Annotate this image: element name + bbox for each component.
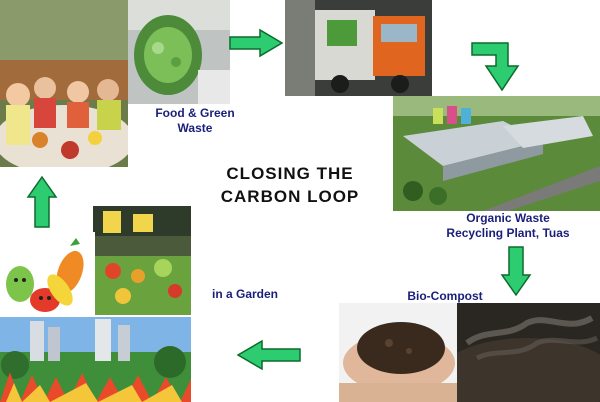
food-waste-label: Food & Green Waste — [150, 106, 240, 136]
city-garden-photo — [0, 317, 191, 402]
garden-label: in a Garden — [211, 287, 279, 301]
compost-closeup-photo — [457, 303, 600, 402]
title-line1: CLOSING THE — [226, 164, 354, 183]
family-meal-photo — [0, 0, 128, 167]
arrow-up-to-food — [26, 175, 58, 229]
cartoon-fruits-illustration — [0, 232, 95, 317]
arrow-down-to-plant — [470, 40, 528, 92]
food-waste-label-line1: Food & Green — [155, 106, 235, 120]
compost-hands-photo — [339, 303, 457, 402]
arrow-right-to-truck — [228, 28, 284, 58]
title-line2: CARBON LOOP — [220, 187, 360, 206]
recycling-plant-photo — [393, 96, 600, 211]
bio-compost-label: Bio-Compost — [407, 289, 483, 303]
food-waste-bin-photo — [128, 0, 230, 104]
food-waste-label-line2: Waste — [177, 121, 213, 135]
vegetable-market-photo — [93, 206, 191, 315]
recycling-plant-label-line1: Organic Waste — [466, 211, 550, 225]
recycling-plant-label-line2: Recycling Plant, Tuas — [446, 226, 570, 240]
closing-carbon-loop-title: CLOSING THE CARBON LOOP — [205, 162, 375, 208]
garbage-truck-photo — [285, 0, 432, 96]
arrow-left-to-garden — [236, 339, 302, 371]
recycling-plant-label: Organic Waste Recycling Plant, Tuas — [418, 211, 598, 241]
arrow-down-to-compost — [500, 245, 532, 297]
